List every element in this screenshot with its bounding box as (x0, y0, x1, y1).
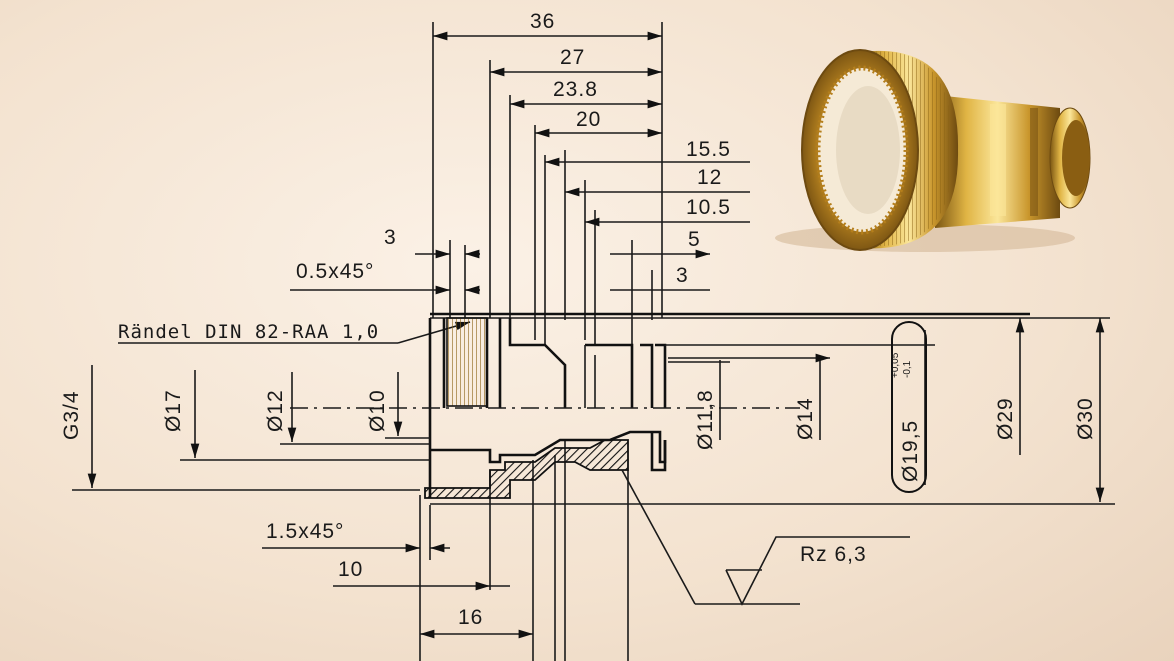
top-dimension-lines (290, 31, 750, 295)
dim-3-left: 3 (384, 226, 397, 249)
dim-dia-10: Ø10 (366, 389, 389, 432)
dim-5: 5 (688, 228, 701, 251)
dim-dia-19-5: Ø19,5 (899, 420, 922, 482)
surface-finish-label: Rz 6,3 (800, 543, 867, 566)
part-section (290, 312, 1110, 499)
brass-fitting-image (775, 49, 1091, 252)
dim-dia-11-8: Ø11,8 (694, 389, 717, 450)
dim-10: 10 (338, 558, 363, 581)
dim-chamfer-top: 0.5x45° (296, 260, 374, 283)
dim-15-5: 15.5 (686, 138, 731, 161)
tolerance-upper: +0,05 (890, 352, 901, 378)
tolerance-lower: -0,1 (902, 360, 913, 378)
dim-dia-30: Ø30 (1074, 397, 1097, 440)
dim-27: 27 (560, 46, 585, 69)
dim-dia-29: Ø29 (994, 397, 1017, 440)
dim-chamfer-bottom: 1.5x45° (266, 520, 344, 543)
bottom-dimension-lines (262, 543, 533, 639)
surface-finish-symbol (621, 469, 910, 606)
dim-dia-14: Ø14 (794, 397, 817, 440)
dim-12: 12 (697, 166, 722, 189)
dim-10-5: 10.5 (686, 196, 731, 219)
dim-dia-12: Ø12 (264, 389, 287, 432)
dim-dia-17: Ø17 (162, 389, 185, 432)
dim-g3-4: G3/4 (60, 390, 83, 440)
tolerance-frame (891, 321, 927, 493)
knurl-note: Rändel DIN 82-RAA 1,0 (118, 321, 379, 343)
dim-16: 16 (458, 606, 483, 629)
dim-20: 20 (576, 108, 601, 131)
dim-36: 36 (530, 10, 555, 33)
dim-23-8: 23.8 (553, 78, 598, 101)
dim-3-right: 3 (676, 264, 689, 287)
